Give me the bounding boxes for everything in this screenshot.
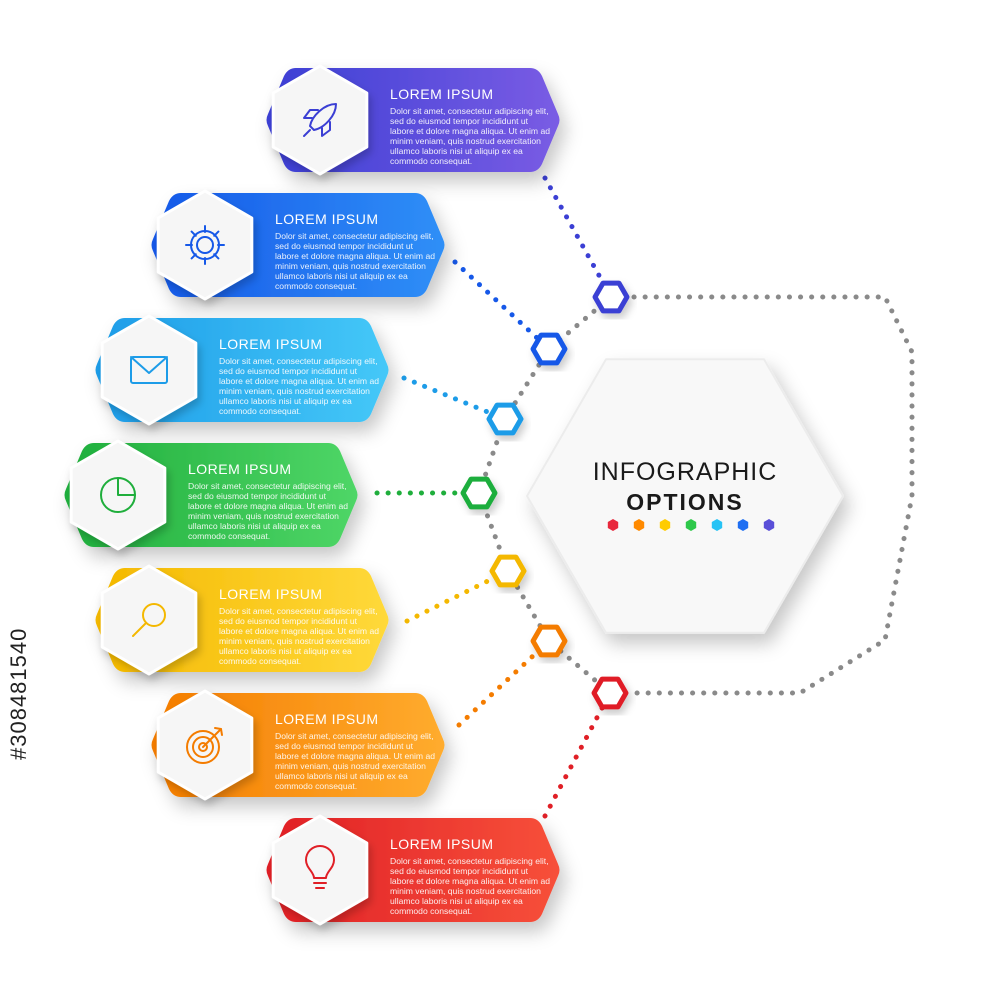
rocket-icon bbox=[303, 103, 337, 137]
option-description-line: sed do eiusmod tempor incididunt ut bbox=[275, 741, 414, 751]
option-title: LOREM IPSUM bbox=[390, 86, 494, 102]
outer-connector-ring bbox=[631, 294, 915, 696]
option-description-line: Dolor sit amet, consectetur adipiscing e… bbox=[390, 856, 549, 866]
option-cards: LOREM IPSUM Dolor sit amet, consectetur a… bbox=[64, 64, 560, 926]
leader-line-5 bbox=[404, 568, 511, 624]
option-title: LOREM IPSUM bbox=[390, 836, 494, 852]
option-description-line: sed do eiusmod tempor incididunt ut bbox=[219, 616, 358, 626]
option-description-line: minim veniam, quis nostrud exercitation bbox=[219, 636, 370, 646]
option-description-line: commodo consequat. bbox=[390, 156, 472, 166]
center-hexagon-shape bbox=[526, 358, 844, 634]
option-description-line: minim veniam, quis nostrud exercitation bbox=[219, 386, 370, 396]
option-title: LOREM IPSUM bbox=[275, 711, 379, 727]
option-icon-hexagon bbox=[271, 814, 369, 926]
option-icon-hexagon bbox=[100, 564, 198, 676]
option-description-line: Dolor sit amet, consectetur adipiscing e… bbox=[188, 481, 347, 491]
option-card-7: LOREM IPSUM Dolor sit amet, consectetur a… bbox=[266, 814, 560, 926]
connector-node-1 bbox=[592, 280, 630, 314]
option-description-line: commodo consequat. bbox=[188, 531, 270, 541]
option-description-line: commodo consequat. bbox=[275, 281, 357, 291]
option-description-line: commodo consequat. bbox=[275, 781, 357, 791]
option-title: LOREM IPSUM bbox=[275, 211, 379, 227]
option-description-line: Dolor sit amet, consectetur adipiscing e… bbox=[275, 231, 434, 241]
center-color-dot bbox=[685, 519, 697, 531]
lightbulb-icon bbox=[305, 845, 335, 889]
connector-node-3 bbox=[486, 402, 524, 436]
option-description-line: commodo consequat. bbox=[219, 656, 301, 666]
option-description-line: ullamco laboris nisi ut aliquip ex ea bbox=[390, 896, 523, 906]
center-subtitle: OPTIONS bbox=[626, 489, 744, 515]
leader-line-3 bbox=[401, 375, 508, 422]
option-icon-hexagon bbox=[156, 189, 254, 301]
center-hexagon: INFOGRAPHIC OPTIONS bbox=[526, 358, 844, 634]
option-description-line: labore et dolore magna aliqua. Ut enim a… bbox=[188, 501, 348, 511]
option-description-line: sed do eiusmod tempor incididunt ut bbox=[219, 366, 358, 376]
center-color-dot bbox=[737, 519, 749, 531]
leader-line-7 bbox=[542, 690, 613, 819]
option-description-line: commodo consequat. bbox=[219, 406, 301, 416]
option-card-2: LOREM IPSUM Dolor sit amet, consectetur a… bbox=[151, 189, 445, 301]
option-description-line: minim veniam, quis nostrud exercitation bbox=[275, 261, 426, 271]
center-title: INFOGRAPHIC bbox=[593, 458, 778, 486]
option-description-line: Dolor sit amet, consectetur adipiscing e… bbox=[390, 106, 549, 116]
option-card-5: LOREM IPSUM Dolor sit amet, consectetur a… bbox=[95, 564, 389, 676]
connector-node-5 bbox=[489, 554, 527, 588]
option-card-1: LOREM IPSUM Dolor sit amet, consectetur a… bbox=[266, 64, 560, 176]
side-code-text: #308481540 bbox=[6, 627, 31, 760]
option-description-line: minim veniam, quis nostrud exercitation bbox=[188, 511, 339, 521]
option-card-6: LOREM IPSUM Dolor sit amet, consectetur a… bbox=[151, 689, 445, 801]
option-description-line: ullamco laboris nisi ut aliquip ex ea bbox=[275, 271, 408, 281]
option-card-3: LOREM IPSUM Dolor sit amet, consectetur a… bbox=[95, 314, 389, 426]
option-description-line: ullamco laboris nisi ut aliquip ex ea bbox=[188, 521, 321, 531]
option-description-line: ullamco laboris nisi ut aliquip ex ea bbox=[219, 396, 352, 406]
center-color-dot bbox=[633, 519, 645, 531]
gear-icon bbox=[185, 225, 225, 265]
connector-node-4 bbox=[460, 476, 498, 510]
option-description-line: sed do eiusmod tempor incididunt ut bbox=[188, 491, 327, 501]
center-color-dot bbox=[607, 519, 619, 531]
leader-line-6 bbox=[456, 638, 552, 728]
option-title: LOREM IPSUM bbox=[219, 336, 323, 352]
option-description-line: minim veniam, quis nostrud exercitation bbox=[390, 886, 541, 896]
connector-nodes bbox=[460, 280, 630, 710]
option-description-line: Dolor sit amet, consectetur adipiscing e… bbox=[275, 731, 434, 741]
center-color-dot bbox=[763, 519, 775, 531]
option-description-line: labore et dolore magna aliqua. Ut enim a… bbox=[275, 251, 435, 261]
option-description-line: ullamco laboris nisi ut aliquip ex ea bbox=[275, 771, 408, 781]
option-description-line: commodo consequat. bbox=[390, 906, 472, 916]
connector-node-2 bbox=[530, 332, 568, 366]
pie-chart-icon bbox=[100, 477, 136, 513]
connector-node-7 bbox=[591, 676, 629, 710]
leader-line-2 bbox=[452, 259, 552, 352]
option-description-line: labore et dolore magna aliqua. Ut enim a… bbox=[275, 751, 435, 761]
option-title: LOREM IPSUM bbox=[188, 461, 292, 477]
leader-line-1 bbox=[542, 175, 614, 300]
option-description-line: minim veniam, quis nostrud exercitation bbox=[275, 761, 426, 771]
option-description-line: labore et dolore magna aliqua. Ut enim a… bbox=[390, 126, 550, 136]
option-description-line: Dolor sit amet, consectetur adipiscing e… bbox=[219, 356, 378, 366]
option-description-line: labore et dolore magna aliqua. Ut enim a… bbox=[219, 376, 379, 386]
center-color-dot bbox=[659, 519, 671, 531]
center-color-dot bbox=[711, 519, 723, 531]
option-description-line: ullamco laboris nisi ut aliquip ex ea bbox=[219, 646, 352, 656]
option-icon-hexagon bbox=[271, 64, 369, 176]
option-description-line: labore et dolore magna aliqua. Ut enim a… bbox=[219, 626, 379, 636]
option-title: LOREM IPSUM bbox=[219, 586, 323, 602]
target-icon bbox=[186, 727, 223, 764]
option-icon-hexagon bbox=[100, 314, 198, 426]
option-description-line: Dolor sit amet, consectetur adipiscing e… bbox=[219, 606, 378, 616]
option-description-line: ullamco laboris nisi ut aliquip ex ea bbox=[390, 146, 523, 156]
magnifier-icon bbox=[132, 603, 166, 637]
connector-node-6 bbox=[530, 624, 568, 658]
option-description-line: sed do eiusmod tempor incididunt ut bbox=[390, 116, 529, 126]
option-description-line: minim veniam, quis nostrud exercitation bbox=[390, 136, 541, 146]
option-description-line: labore et dolore magna aliqua. Ut enim a… bbox=[390, 876, 550, 886]
option-card-4: LOREM IPSUM Dolor sit amet, consectetur a… bbox=[64, 439, 358, 551]
envelope-icon bbox=[130, 356, 168, 384]
option-description-line: sed do eiusmod tempor incididunt ut bbox=[390, 866, 529, 876]
option-description-line: sed do eiusmod tempor incididunt ut bbox=[275, 241, 414, 251]
